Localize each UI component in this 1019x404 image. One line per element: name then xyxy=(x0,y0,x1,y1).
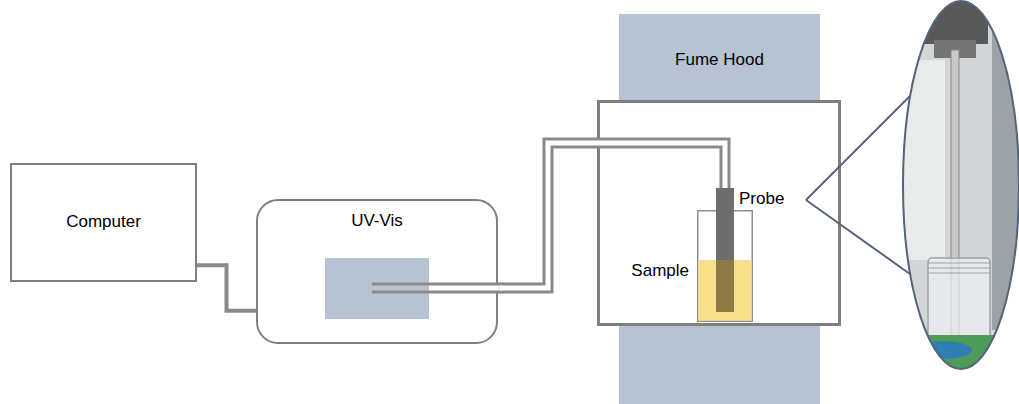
fume-hood-opening xyxy=(599,102,840,325)
photo-vial-thread xyxy=(928,273,990,274)
node-label: UV-Vis xyxy=(351,211,403,231)
fume-hood-band: Fume HoodProbeSample xyxy=(619,14,820,100)
photo-vial-thread xyxy=(928,263,990,264)
data-cable xyxy=(197,265,256,310)
callout-line xyxy=(806,96,910,200)
photo-mat-pattern xyxy=(912,341,972,359)
photo-frame xyxy=(903,1,1019,369)
photo-vial-thread xyxy=(928,268,990,269)
probe-photo xyxy=(900,0,1019,404)
cable-outline xyxy=(197,265,256,310)
photo-background xyxy=(900,0,1019,404)
computer-box: Computer xyxy=(10,163,197,282)
instrument-box: UV-Vis xyxy=(256,199,498,344)
probe: Probe xyxy=(716,188,734,312)
node-label: Probe xyxy=(739,189,784,209)
fiber-core xyxy=(498,143,725,288)
photo-wall xyxy=(900,60,945,260)
callout-line xyxy=(806,200,910,274)
node-label: Fume Hood xyxy=(675,50,764,70)
cable-outline xyxy=(498,143,725,288)
vial-glass xyxy=(698,211,753,322)
fiber-core xyxy=(429,286,502,291)
detector-slot xyxy=(325,258,429,319)
fiber-core xyxy=(372,286,429,291)
node-label: Computer xyxy=(66,212,141,232)
photo-stand xyxy=(992,0,1019,330)
node-label: Sample xyxy=(631,261,689,281)
sample-liquid xyxy=(699,260,752,321)
probe-immersed xyxy=(716,260,734,312)
probe-shaft xyxy=(716,188,734,312)
probe-body xyxy=(716,188,734,312)
fiber-cable xyxy=(498,143,725,288)
